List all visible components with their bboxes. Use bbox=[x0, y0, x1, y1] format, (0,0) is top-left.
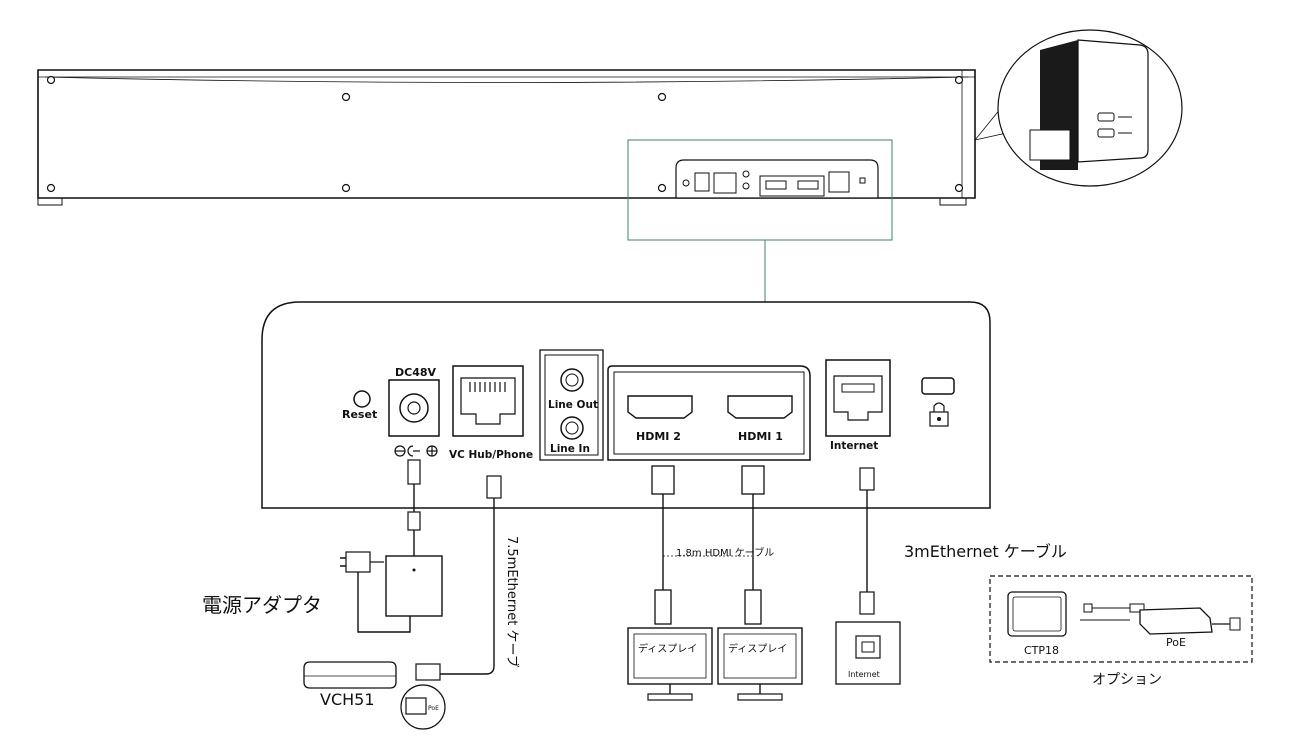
display2-label: ディスプレイ bbox=[728, 642, 787, 655]
reset-label: Reset bbox=[342, 408, 377, 421]
poe-label: PoE bbox=[1166, 636, 1186, 649]
option-label: オプション bbox=[1092, 672, 1162, 688]
ethernet-3m-label: 3mEthernet ケーブル bbox=[904, 542, 1067, 561]
vch51-label: VCH51 bbox=[320, 690, 375, 709]
power-adapter bbox=[340, 459, 443, 633]
option-box bbox=[989, 575, 1253, 663]
line-out-label: Line Out bbox=[548, 399, 598, 411]
display1-label: ディスプレイ bbox=[638, 642, 697, 655]
internet-port-label: Internet bbox=[830, 440, 878, 452]
zoomed-rear-panel bbox=[261, 301, 991, 509]
device-rear-view bbox=[37, 69, 976, 302]
power-adapter-label: 電源アダプタ bbox=[202, 593, 322, 617]
ethernet-cable-vertical-label: 7.5mEthernet ケーブ bbox=[504, 536, 520, 668]
vch51-poe-label: PoE bbox=[428, 705, 439, 712]
display-monitors bbox=[627, 627, 803, 701]
side-usb-zoom bbox=[974, 29, 1183, 187]
hdmi-cables bbox=[651, 465, 765, 625]
hdmi1-label: HDMI 1 bbox=[738, 430, 783, 443]
internet-cable bbox=[835, 467, 901, 685]
dc48v-label: DC48V bbox=[395, 366, 437, 379]
vch51-device bbox=[303, 661, 446, 730]
hdmi-cable-label: 1.8m HDMI ケーブル bbox=[676, 546, 774, 559]
hdmi2-label: HDMI 2 bbox=[636, 430, 681, 443]
vc-hub-cable bbox=[415, 475, 502, 681]
ctp18-label: CTP18 bbox=[1024, 644, 1059, 657]
internet-wall-label: Internet bbox=[848, 670, 880, 679]
line-in-label: Line In bbox=[550, 443, 590, 455]
vc-hub-phone-label: VC Hub/Phone bbox=[449, 449, 533, 461]
